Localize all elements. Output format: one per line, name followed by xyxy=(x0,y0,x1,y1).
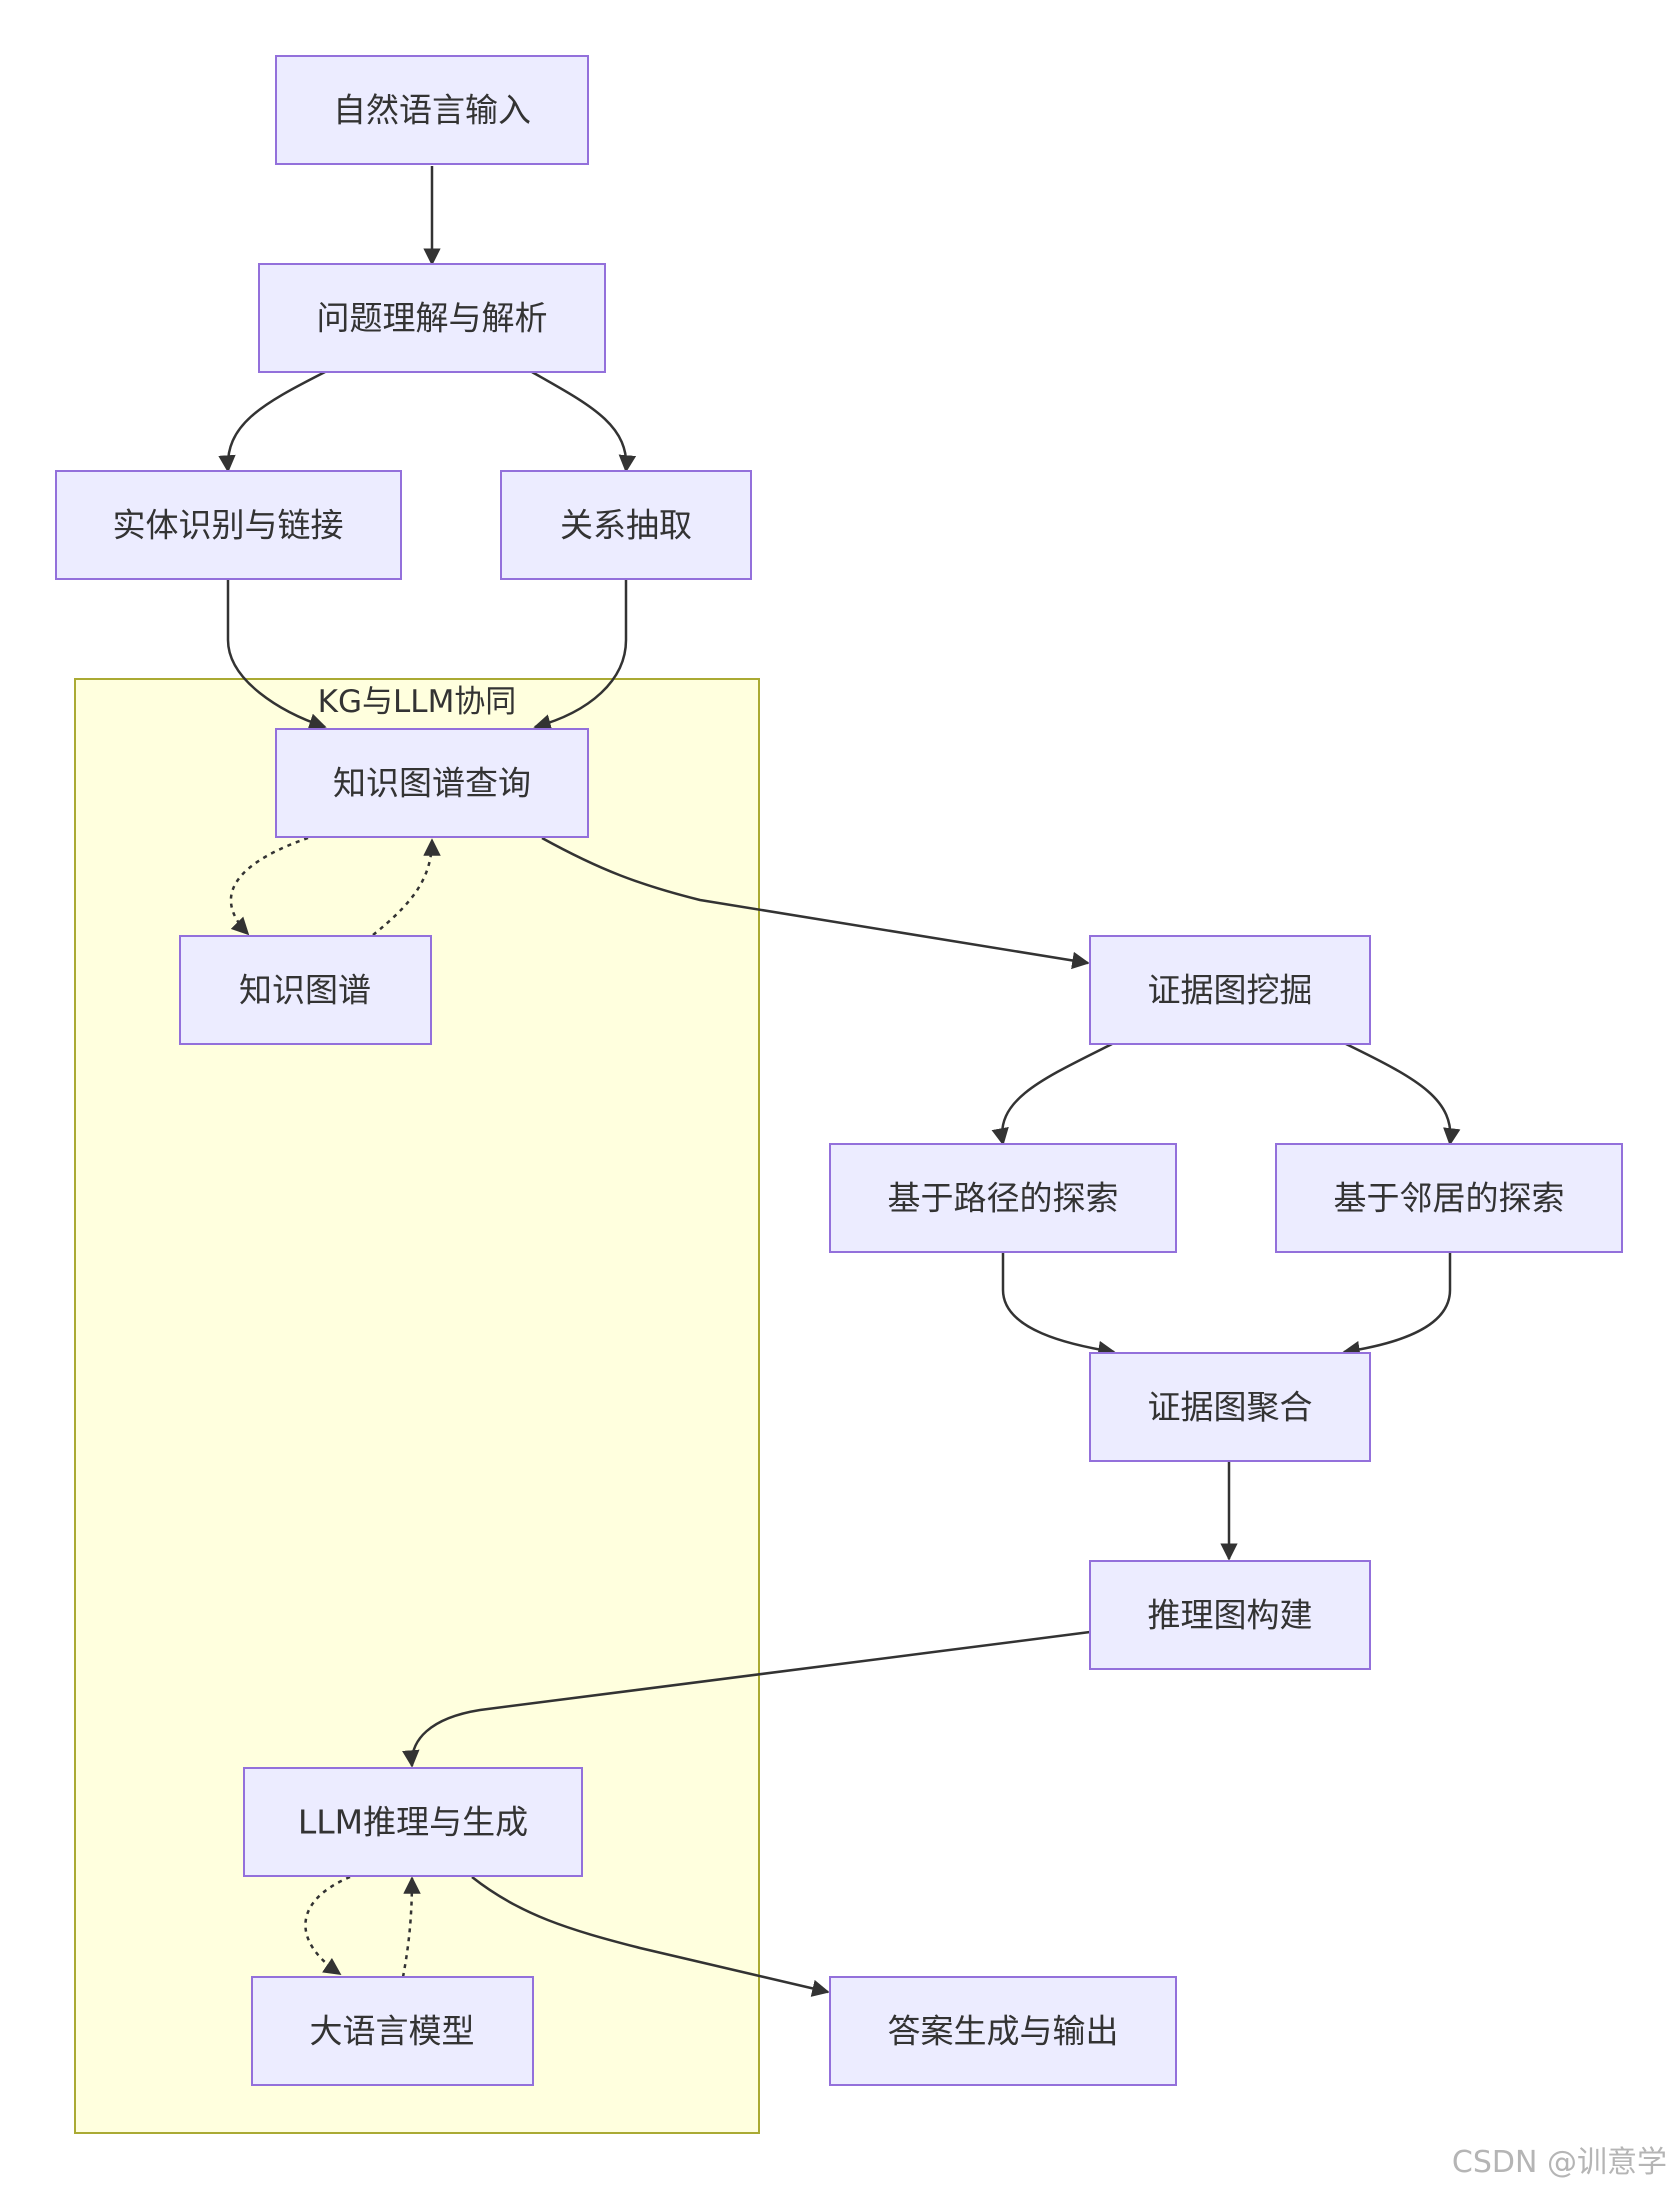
node-evidence-aggregate[interactable]: 证据图聚合 xyxy=(1089,1352,1371,1462)
edge-llm-reason-to-llm xyxy=(304,1875,351,1976)
edge-parse-to-relation xyxy=(531,370,637,473)
edge-llm-to-llm-reason xyxy=(401,1876,421,1978)
node-neighbor-explore[interactable]: 基于邻居的探索 xyxy=(1275,1143,1623,1253)
edge-query-to-evidence xyxy=(541,836,1090,970)
node-label: LLM推理与生成 xyxy=(298,1803,528,1842)
node-label: 自然语言输入 xyxy=(333,91,531,130)
node-llm-reason[interactable]: LLM推理与生成 xyxy=(243,1767,583,1877)
edges xyxy=(218,166,1461,1997)
node-label: 答案生成与输出 xyxy=(888,2012,1119,2051)
edge-entity-to-query xyxy=(226,579,327,731)
node-label: 知识图谱 xyxy=(239,971,371,1010)
cluster-title: KG与LLM协同 xyxy=(318,684,517,720)
edge-reasoning-to-llm-reason xyxy=(402,1630,1091,1768)
edge-query-to-kg xyxy=(229,836,309,936)
node-evidence-mining[interactable]: 证据图挖掘 xyxy=(1089,935,1371,1045)
edge-parse-to-entity xyxy=(218,370,326,473)
node-label: 基于路径的探索 xyxy=(888,1179,1119,1218)
node-kg[interactable]: 知识图谱 xyxy=(179,935,432,1045)
node-label: 证据图挖掘 xyxy=(1148,971,1313,1010)
node-question-parse[interactable]: 问题理解与解析 xyxy=(258,263,606,373)
node-label: 推理图构建 xyxy=(1148,1596,1313,1635)
node-label: 大语言模型 xyxy=(310,2012,475,2051)
edge-llm-reason-to-answer xyxy=(471,1876,830,1997)
node-label: 关系抽取 xyxy=(560,506,692,545)
node-answer[interactable]: 答案生成与输出 xyxy=(829,1976,1177,2086)
node-kg-query[interactable]: 知识图谱查询 xyxy=(275,728,589,838)
edge-path-to-aggregate xyxy=(1001,1252,1116,1359)
node-label: 实体识别与链接 xyxy=(113,506,344,545)
watermark: CSDN @训意学 xyxy=(1451,2145,1667,2180)
node-nl-input[interactable]: 自然语言输入 xyxy=(275,55,589,165)
node-entity-link[interactable]: 实体识别与链接 xyxy=(55,470,402,580)
node-label: 知识图谱查询 xyxy=(333,764,531,803)
nodes: 自然语言输入 问题理解与解析 实体识别与链接 关系抽取 知识图谱查询 知识图谱 … xyxy=(55,55,1623,2086)
kg-llm-cluster: KG与LLM协同 xyxy=(74,678,760,2134)
node-label: 基于邻居的探索 xyxy=(1334,1179,1565,1218)
edge-neighbor-to-aggregate xyxy=(1342,1252,1452,1359)
node-relation-extract[interactable]: 关系抽取 xyxy=(500,470,752,580)
node-llm[interactable]: 大语言模型 xyxy=(251,1976,534,2086)
edge-evidence-to-path xyxy=(991,1042,1113,1146)
node-label: 证据图聚合 xyxy=(1148,1388,1313,1427)
edge-relation-to-query xyxy=(533,579,628,732)
edge-evidence-to-neighbor xyxy=(1345,1042,1461,1146)
node-reasoning-build[interactable]: 推理图构建 xyxy=(1089,1560,1371,1670)
node-path-explore[interactable]: 基于路径的探索 xyxy=(829,1143,1177,1253)
node-label: 问题理解与解析 xyxy=(317,299,548,338)
